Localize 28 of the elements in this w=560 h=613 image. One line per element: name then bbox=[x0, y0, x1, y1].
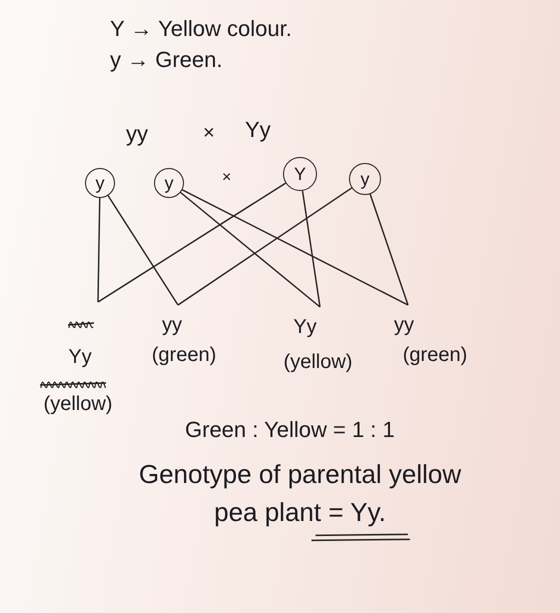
genotype-text: yy bbox=[162, 313, 182, 337]
genotype-text: Yy bbox=[68, 345, 92, 369]
connector-line bbox=[178, 187, 352, 306]
gamete-circle: Y bbox=[283, 157, 317, 191]
gamete-circle: y bbox=[85, 168, 115, 198]
allele-key-text: y → Green. bbox=[110, 47, 222, 74]
phenotype-text: (yellow) bbox=[44, 392, 112, 416]
phenotype-text: (green) bbox=[402, 343, 468, 367]
genotype-text: yy bbox=[394, 313, 414, 337]
genotype-text: Yy bbox=[293, 315, 317, 339]
connector-line bbox=[370, 194, 409, 306]
connector-line bbox=[302, 190, 321, 308]
connector-line bbox=[108, 195, 179, 306]
connector-line bbox=[180, 192, 320, 308]
cross-sign: × bbox=[203, 121, 215, 145]
phenotype-text: (yellow) bbox=[284, 350, 352, 374]
connector-line bbox=[97, 198, 100, 302]
ratio-text: Green : Yellow = 1 : 1 bbox=[185, 417, 395, 444]
connector-line bbox=[182, 189, 408, 306]
cross-sign: × bbox=[222, 168, 232, 188]
conclusion-text: Genotype of parental yellow pea plant = Yy. bbox=[138, 458, 462, 529]
gamete-circle: y bbox=[349, 163, 381, 195]
parent-genotype: Yy bbox=[245, 117, 271, 144]
parent-genotype: yy bbox=[126, 121, 148, 148]
phenotype-text: (green) bbox=[152, 343, 216, 367]
allele-key-text: Y → Yellow colour. bbox=[110, 16, 292, 42]
gamete-circle: y bbox=[154, 168, 184, 198]
connector-line bbox=[98, 182, 286, 303]
